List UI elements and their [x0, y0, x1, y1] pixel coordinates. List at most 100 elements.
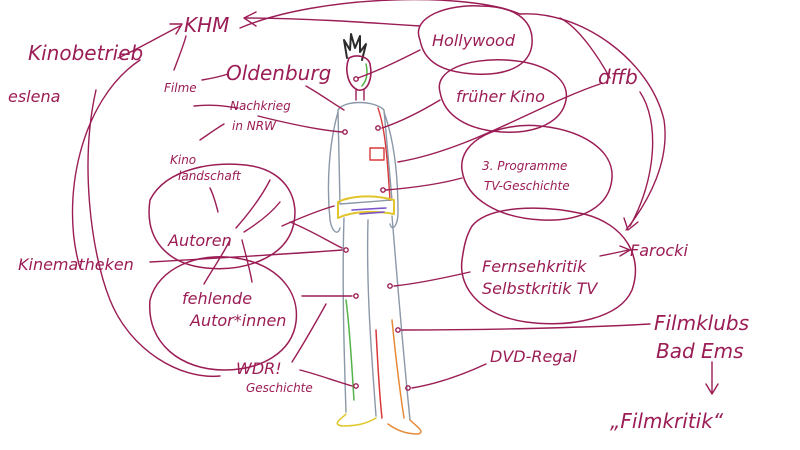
connector-autoren-rays-4	[241, 239, 253, 283]
connector-frueher-kino-shoulder	[381, 99, 441, 129]
label-kinematheken: Kinematheken	[18, 255, 134, 274]
label-hollywood: Hollywood	[432, 31, 516, 50]
figure-torso	[337, 101, 393, 205]
connector-dffb-farocki	[629, 91, 654, 227]
figure-belt-yellow	[337, 195, 395, 219]
connector-kinematheken-hip	[149, 249, 343, 263]
label-kino-landschaft-2: landschaft	[178, 169, 242, 183]
connector-kinobetrieb-khm-arrow	[169, 23, 183, 35]
autoren-bubble	[148, 163, 296, 270]
connector-nachkrieg-small	[199, 123, 225, 141]
connector-outer-top-loop	[239, 0, 521, 29]
programme-bubble	[461, 124, 613, 221]
label-eslena: eslena	[8, 87, 60, 106]
labels: KHM Hollywood Kinobetrieb eslena Filme O…	[8, 13, 749, 433]
connector-fernsehkritik-farocki	[599, 249, 629, 257]
connector-nachkrieg-figure	[257, 115, 343, 133]
label-wdr: WDR!	[236, 359, 282, 378]
connector-dffb-farocki-arrow	[623, 217, 639, 231]
connector-autoren-rays-2	[243, 201, 281, 233]
connector-filme-khm	[173, 35, 187, 71]
connector-autoren-chest	[281, 205, 335, 227]
person-figure	[327, 33, 422, 435]
figure-left-arm	[327, 111, 341, 233]
connector-filmklubs-shin	[401, 323, 651, 331]
label-autor-innen: Autor*innen	[189, 311, 286, 330]
label-fehlende: fehlende	[182, 289, 252, 308]
connector-dffb-arc	[559, 17, 611, 79]
connector-filme-oldenburg	[201, 73, 229, 81]
label-kino-landschaft-1: Kino	[170, 153, 196, 167]
label-selbstkritik-tv: Selbstkritik TV	[482, 279, 598, 298]
label-autoren: Autoren	[167, 231, 232, 250]
figure-leg-green	[345, 299, 355, 401]
connectors	[71, 0, 719, 395]
connector-wdr-fehlende	[291, 303, 327, 363]
bubbles	[148, 5, 637, 371]
connector-filmklubs-filmkritik-arrow	[705, 383, 719, 395]
label-in-nrw: in NRW	[232, 119, 277, 133]
connector-fernsehkritik-thigh	[393, 271, 471, 287]
connector-nachkrieg-filme	[193, 104, 239, 109]
label-oldenburg: Oldenburg	[226, 61, 331, 85]
connector-head-hollywood	[357, 49, 421, 79]
figure-neck	[355, 89, 365, 101]
figure-belt-purple	[351, 207, 387, 215]
connector-autoren-rays-1	[235, 179, 271, 229]
frueher-kino-bubble	[438, 59, 568, 133]
connector-autoren-hip	[289, 221, 343, 249]
connector-landschaft-autoren	[209, 187, 219, 213]
label-filmklubs: Filmklubs	[654, 311, 749, 335]
label-farocki: Farocki	[630, 241, 688, 260]
figure-right-leg	[391, 215, 411, 421]
label-frueher-kino: früher Kino	[456, 87, 545, 106]
figure-left-leg	[342, 217, 347, 413]
connector-eslena-loop	[87, 89, 221, 378]
label-fernsehkritik: Fernsehkritik	[482, 257, 587, 276]
connector-programme-belly	[385, 177, 463, 191]
figure-anchor-dots	[342, 76, 411, 391]
figure-leg-red	[375, 329, 383, 419]
figure-right-foot	[387, 419, 422, 435]
anchor-dot-knee	[353, 293, 359, 299]
anchor-dot-chest	[342, 129, 348, 135]
figure-torso-shading	[377, 107, 391, 201]
connector-kinobetrieb-khm	[117, 25, 181, 59]
label-dvd-regal: DVD-Regal	[490, 347, 577, 366]
figure-hair	[343, 33, 367, 61]
connector-dffb-belly	[397, 83, 601, 163]
anchor-dot-thigh	[387, 283, 393, 289]
figure-head	[346, 55, 372, 91]
label-kinobetrieb: Kinobetrieb	[28, 41, 143, 65]
connector-outer-right-loop	[519, 13, 666, 231]
connector-fernsehkritik-farocki-arrow	[619, 245, 631, 257]
connector-oldenburg-figure	[305, 85, 345, 111]
label-khm: KHM	[184, 13, 229, 37]
figure-face-accent	[361, 63, 368, 87]
connector-autoren-rays-3	[203, 239, 231, 285]
label-dffb: dffb	[598, 65, 638, 89]
anchor-dot-shin	[395, 327, 401, 333]
label-geschichte: Geschichte	[246, 381, 313, 395]
anchor-dot-head	[353, 76, 359, 82]
anchor-dot-shoulder	[375, 125, 381, 131]
figure-left-foot	[336, 413, 377, 427]
connector-wdr-foot	[299, 369, 353, 387]
connector-hollywood-khm	[245, 17, 421, 27]
figure-leg-inner	[366, 219, 377, 417]
anchor-dot-ankle	[405, 385, 411, 391]
connector-kinematheken-khm	[71, 59, 141, 269]
label-programme: 3. Programme	[482, 159, 567, 173]
anchor-dot-hip	[343, 247, 349, 253]
label-tv-geschichte: TV-Geschichte	[484, 179, 570, 193]
anchor-dot-foot	[353, 383, 359, 389]
figure-pocket	[369, 147, 385, 161]
label-filmkritik: „Filmkritik“	[610, 409, 724, 433]
connector-dvd-ankle	[411, 363, 487, 389]
label-nachkrieg: Nachkrieg	[230, 99, 291, 113]
figure-leg-orange	[391, 319, 405, 419]
fernsehkritik-bubble	[460, 207, 637, 325]
hollywood-bubble	[417, 5, 533, 75]
